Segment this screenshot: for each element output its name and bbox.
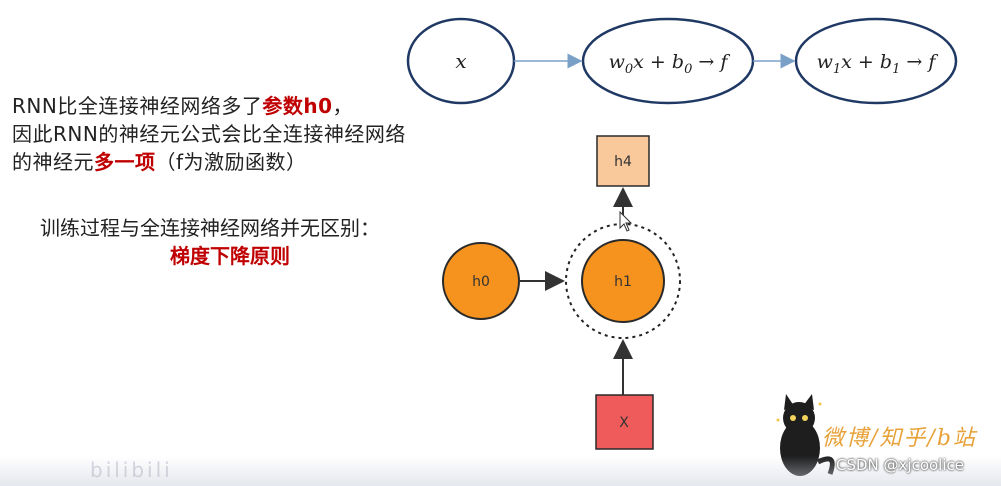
intro-paragraph: RNN比全连接神经网络多了参数h0， 因此RNN的神经元公式会比全连接神经网络 … xyxy=(12,92,406,176)
bilibili-logo: bilibili xyxy=(90,458,173,482)
csdn-credit: CSDN @xjcoolice xyxy=(836,456,964,474)
cursor-icon xyxy=(619,210,633,232)
platform-watermark: 微博/知乎/b站 xyxy=(822,426,977,451)
video-bottom-bar xyxy=(0,456,1001,486)
rnn-node-h4 xyxy=(596,135,650,187)
rnn-label-h1: h1 xyxy=(614,274,632,290)
gradient-descent-highlight: 梯度下降原则 xyxy=(170,244,290,268)
highlight-extra-term: 多一项 xyxy=(94,150,156,174)
formula-node-w1 xyxy=(794,17,958,105)
rnn-label-h4: h4 xyxy=(614,154,632,170)
training-line-1: 训练过程与全连接神经网络并无区别： xyxy=(40,216,380,240)
highlight-param-h0: 参数h0 xyxy=(262,94,333,118)
formula-label-w1: w1x + b1 → f xyxy=(817,51,939,77)
intro-line-2: 因此RNN的神经元公式会比全连接神经网络 xyxy=(12,122,406,146)
rnn-node-x xyxy=(595,394,654,450)
rnn-label-h0: h0 xyxy=(472,274,490,290)
training-paragraph: 训练过程与全连接神经网络并无区别： 梯度下降原则 xyxy=(40,214,460,270)
intro-line-3: 的神经元多一项（f为激励函数） xyxy=(12,150,307,174)
formula-label-w0: w0x + b0 → f xyxy=(609,51,731,77)
rnn-node-h1 xyxy=(581,239,665,323)
rnn-label-x: X xyxy=(619,415,629,431)
formula-label-x: x xyxy=(455,49,466,73)
intro-line-1: RNN比全连接神经网络多了参数h0， xyxy=(12,94,353,118)
